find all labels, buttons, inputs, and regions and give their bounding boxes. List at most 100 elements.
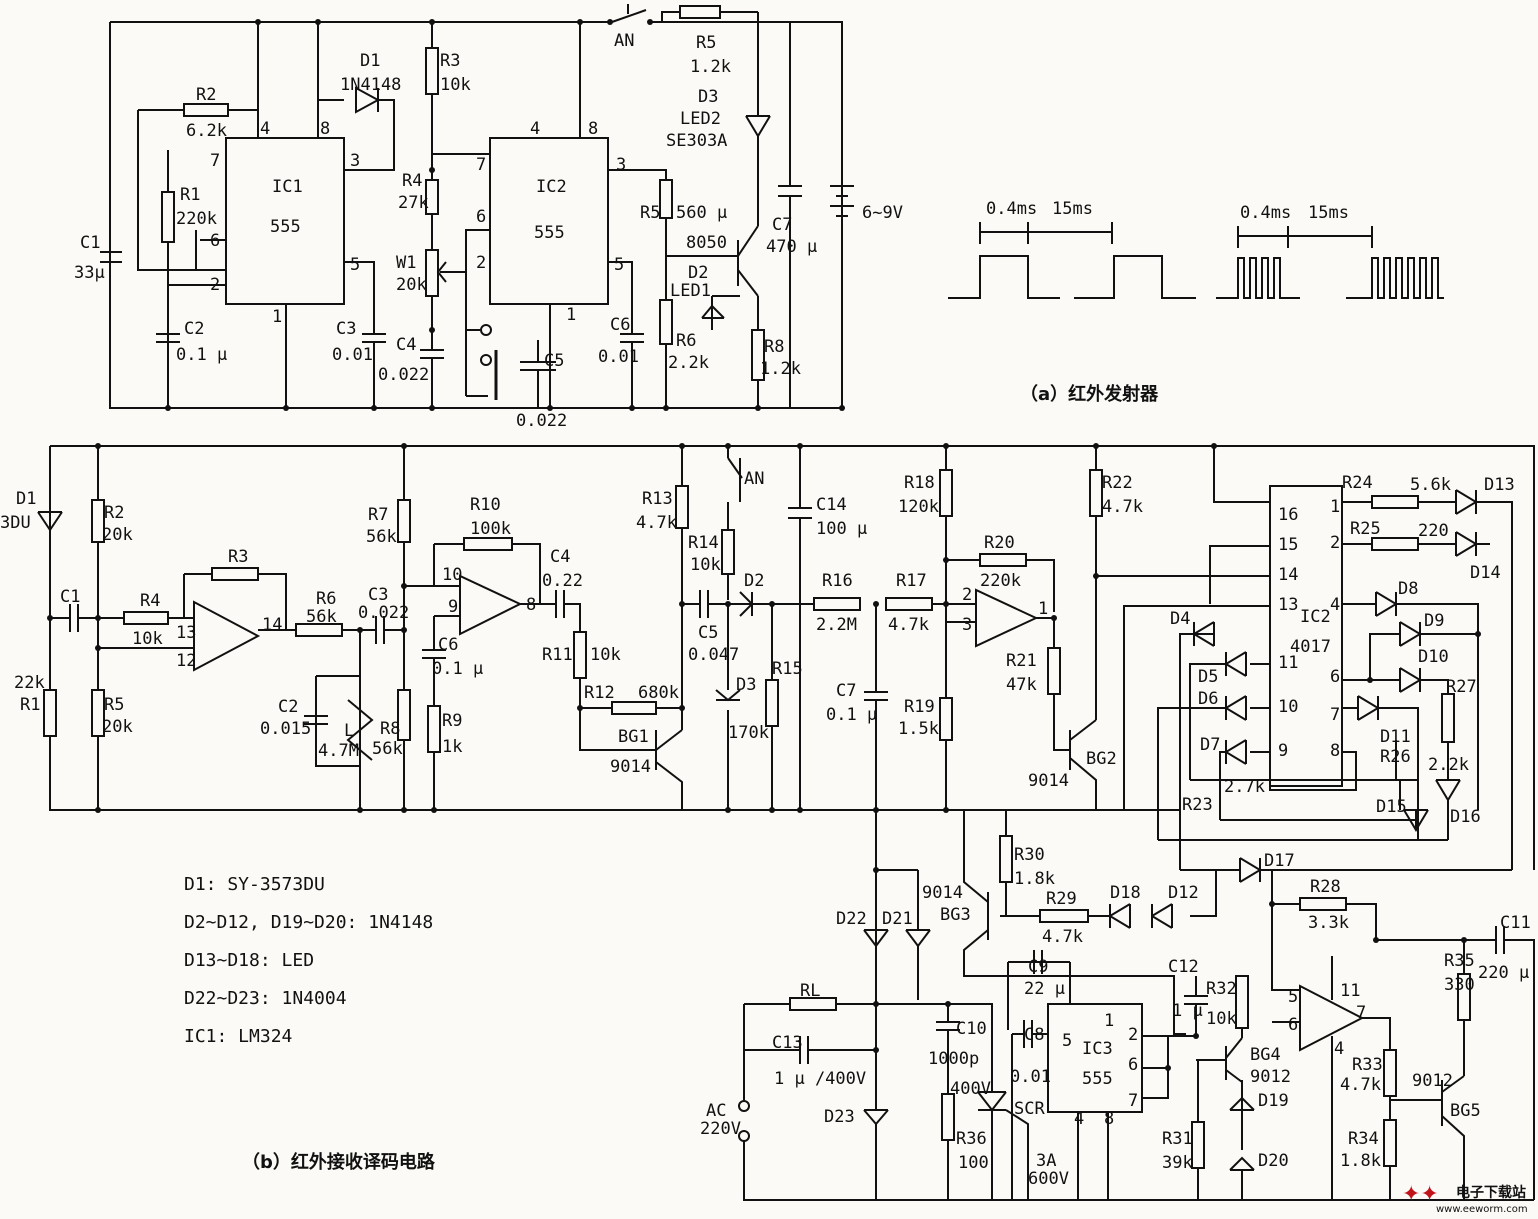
component-label: R20 (984, 533, 1015, 553)
component-label: RL (800, 981, 820, 1001)
transmitter-caption: （a）红外发射器 (1020, 384, 1159, 405)
component-label: R22 (1102, 473, 1133, 493)
component-label: 11 (1340, 981, 1360, 1001)
component-label: 11 (1278, 653, 1298, 673)
component-label: 7 (1330, 705, 1340, 725)
ic2-pins: 4 8 7 3 6 2 5 1 (476, 119, 626, 325)
ic1-type: 555 (270, 217, 301, 237)
wave-a-gap-label: 15ms (1052, 199, 1093, 219)
component-label: 9 (448, 597, 458, 617)
component-label: 120k (898, 497, 939, 517)
component-label: 0.022 (358, 603, 409, 623)
component-label: D12 (1168, 883, 1199, 903)
receiver-ic3-555 (1047, 1003, 1143, 1113)
component-label: D15 (1376, 797, 1407, 817)
component-label: 4 (1330, 595, 1340, 615)
component-label: 27k (398, 193, 429, 213)
component-label: R13 (642, 489, 673, 509)
component-label: 1 μ (1172, 1001, 1203, 1021)
component-label: 10 (442, 565, 462, 585)
component-label: 3A (1036, 1151, 1056, 1171)
component-label: C7 (836, 681, 856, 701)
component-label: 10k (440, 75, 471, 95)
watermark-url: www.eeworm.com (1436, 1204, 1528, 1215)
component-label: 13 (176, 623, 196, 643)
ic2-name: IC2 (536, 177, 567, 197)
component-label: BG3 (940, 905, 971, 925)
component-label: 1 (1330, 497, 1340, 517)
component-label: 1 (1038, 599, 1048, 619)
component-label: R35 (1444, 951, 1475, 971)
wave-b-pulse-label: 0.4ms (1240, 203, 1291, 223)
component-label: D17 (1264, 851, 1295, 871)
transmitter-circuit (100, 4, 854, 411)
component-label: R24 (1342, 473, 1373, 493)
component-label: R1 (20, 695, 40, 715)
component-label: R33 (1352, 1055, 1383, 1075)
component-label: 3 (962, 615, 972, 635)
component-label: C4 (550, 547, 570, 567)
component-label: AN (614, 31, 634, 51)
component-label: R5 (696, 33, 716, 53)
component-label: C3 (336, 319, 356, 339)
transmitter-ic2 (489, 137, 609, 305)
note-line: D2~D12, D19~D20: 1N4148 (184, 912, 434, 933)
component-label: 0.1 μ (432, 659, 483, 679)
note-line: D13~D18: LED (184, 950, 315, 971)
component-label: C14 (816, 495, 847, 515)
component-label: 220V (700, 1119, 741, 1139)
component-label: 5 (1062, 1031, 1072, 1051)
component-label: 9012 (1412, 1071, 1453, 1091)
receiver-ic2-4017 (1269, 485, 1343, 787)
component-label: R17 (896, 571, 927, 591)
component-label: C3 (368, 585, 388, 605)
component-label: 1.8k (1014, 869, 1055, 889)
svg-text:2: 2 (210, 275, 220, 295)
component-label: 4 (1334, 1039, 1344, 1059)
component-label: 9014 (1028, 771, 1069, 791)
component-label: R30 (1014, 845, 1045, 865)
component-label: 2 (962, 585, 972, 605)
svg-text:3: 3 (350, 151, 360, 171)
component-label: 10k (1206, 1009, 1237, 1029)
component-label: 4.7k (888, 615, 929, 635)
component-label: C13 (772, 1033, 803, 1053)
component-label: 8 (1104, 1109, 1114, 1129)
component-label: 330 (1444, 975, 1475, 995)
component-label: 56k (306, 607, 337, 627)
component-label: R11 (542, 645, 573, 665)
component-label: 10k (590, 645, 621, 665)
component-label: D10 (1418, 647, 1449, 667)
component-label: C7 (772, 215, 792, 235)
wave-b-gap-label: 15ms (1308, 203, 1349, 223)
component-label: R4 (402, 171, 422, 191)
component-label: C6 (438, 635, 458, 655)
component-label: AC (706, 1101, 726, 1121)
component-label: 1N4148 (340, 75, 401, 95)
component-label: SE303A (666, 131, 727, 151)
component-label: 10 (1278, 697, 1298, 717)
svg-text:8: 8 (588, 119, 598, 139)
component-label: R6 (316, 589, 336, 609)
component-label: BG5 (1450, 1101, 1481, 1121)
component-label: R16 (822, 571, 853, 591)
component-label: 3.3k (1308, 913, 1349, 933)
component-label: R15 (772, 659, 803, 679)
component-label: D22 (836, 909, 867, 929)
component-label: R9 (442, 711, 462, 731)
component-label: C9 (1028, 957, 1048, 977)
component-label: LED1 (670, 281, 711, 301)
svg-text:5: 5 (614, 255, 624, 275)
component-label: R34 (1348, 1129, 1379, 1149)
component-label: 3DU (0, 513, 31, 533)
svg-text:1: 1 (272, 307, 282, 327)
svg-text:3: 3 (616, 155, 626, 175)
component-label: 680k (638, 683, 679, 703)
component-label: D23 (824, 1107, 855, 1127)
component-label: D9 (1424, 611, 1444, 631)
component-label: R3 (228, 547, 248, 567)
ic2-type: 555 (534, 223, 565, 243)
component-label: 220 (1418, 521, 1449, 541)
